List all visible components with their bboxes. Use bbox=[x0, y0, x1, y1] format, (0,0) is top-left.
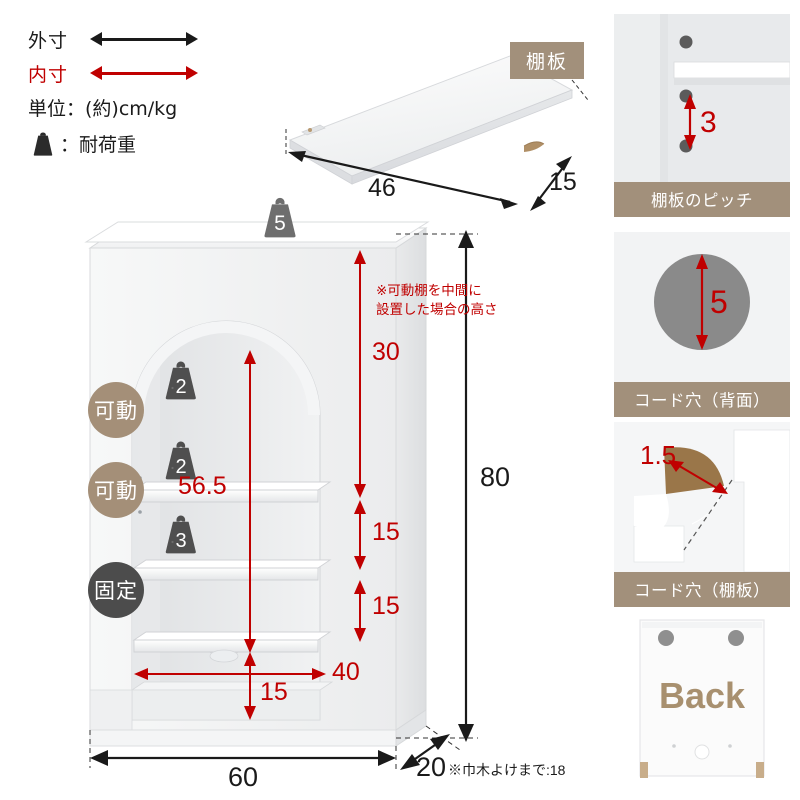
legend-unit-text: 単位：(約)cm/kg bbox=[28, 98, 178, 120]
board-length-value: 46 bbox=[368, 174, 396, 202]
cord-hole-back-value: 5 bbox=[710, 284, 728, 320]
panel-shelf-pitch-image: 3 bbox=[614, 14, 790, 182]
cabinet-drawing bbox=[84, 221, 478, 772]
legend-weight-text: ：耐荷重 bbox=[60, 133, 137, 156]
legend-row-outer: 外寸 bbox=[28, 22, 268, 56]
inner-width-40-value: 40 bbox=[332, 658, 360, 686]
panel-cord-hole-back: 5 コード穴（背面） bbox=[614, 232, 790, 417]
badge-movable-1: 可動 bbox=[88, 382, 144, 438]
shelf-load-value-3: 3 bbox=[175, 529, 187, 552]
movable-shelf-note-line1: ※可動棚を中間に bbox=[376, 283, 482, 299]
movable-shelf-note-line2: 設置した場合の高さ bbox=[376, 302, 498, 318]
panel-shelf-pitch: 3 棚板のピッチ bbox=[614, 14, 790, 217]
badge-fixed-1: 固定 bbox=[88, 562, 144, 618]
panel-cord-hole-back-image: 5 bbox=[614, 232, 790, 382]
inner-dimension-arrow-icon bbox=[90, 66, 198, 80]
panel-cord-hole-back-caption: コード穴（背面） bbox=[614, 382, 790, 417]
shelf-board-illustration: 棚板 bbox=[272, 28, 592, 218]
panel-cord-hole-shelf: 1.5 コード穴（棚板） bbox=[614, 422, 790, 607]
shelf-board-drawing bbox=[285, 55, 589, 211]
inner-height-15-upper-value: 15 bbox=[372, 518, 400, 546]
panel-shelf-pitch-caption: 棚板のピッチ bbox=[614, 182, 790, 217]
cabinet-illustration: 5 2 2 bbox=[60, 190, 590, 792]
weight-icon bbox=[28, 129, 58, 157]
board-depth-value: 15 bbox=[549, 168, 577, 196]
outer-width-60-value: 60 bbox=[228, 762, 259, 792]
shelf-load-icon-1: 2 bbox=[158, 358, 204, 407]
top-load-value: 5 bbox=[274, 212, 286, 236]
panel-cord-hole-shelf-caption: コード穴（棚板） bbox=[614, 572, 790, 607]
outer-dimension-arrow-icon bbox=[90, 32, 198, 46]
panel-cord-hole-shelf-image: 1.5 bbox=[614, 422, 790, 572]
legend-inner-label: 内寸 bbox=[28, 63, 69, 86]
legend-outer-label: 外寸 bbox=[28, 29, 69, 52]
shelf-load-icon-3: 3 bbox=[158, 512, 204, 561]
shelf-board-badge: 棚板 bbox=[509, 42, 584, 79]
legend-row-inner: 内寸 bbox=[28, 56, 268, 90]
panel-back-view: Back bbox=[614, 612, 790, 790]
top-load-weight-icon: 5 bbox=[256, 194, 304, 245]
legend: 外寸 内寸 単位：(約)cm/kg ：耐荷重 bbox=[28, 22, 268, 157]
inner-height-56-5-value: 56.5 bbox=[178, 472, 227, 500]
inner-height-15-lower-value: 15 bbox=[372, 592, 400, 620]
svg-text:Back: Back bbox=[659, 675, 746, 716]
inner-height-15-bottom-value: 15 bbox=[260, 678, 288, 706]
badge-movable-2: 可動 bbox=[88, 462, 144, 518]
legend-row-weight: ：耐荷重 bbox=[28, 129, 268, 157]
inner-height-30-value: 30 bbox=[372, 338, 400, 366]
panel-back-view-image: Back bbox=[614, 612, 790, 790]
cord-hole-shelf-value: 1.5 bbox=[640, 440, 677, 470]
shelf-load-value-2: 2 bbox=[175, 455, 187, 478]
depth-note-text: ※巾木よけまで:18 bbox=[448, 762, 566, 778]
shelf-load-icon-2: 2 bbox=[158, 438, 204, 487]
shelf-pitch-value: 3 bbox=[700, 106, 717, 139]
outer-height-80-value: 80 bbox=[480, 462, 511, 492]
outer-depth-20-value: 20 bbox=[416, 752, 447, 782]
shelf-load-value-1: 2 bbox=[175, 375, 187, 398]
